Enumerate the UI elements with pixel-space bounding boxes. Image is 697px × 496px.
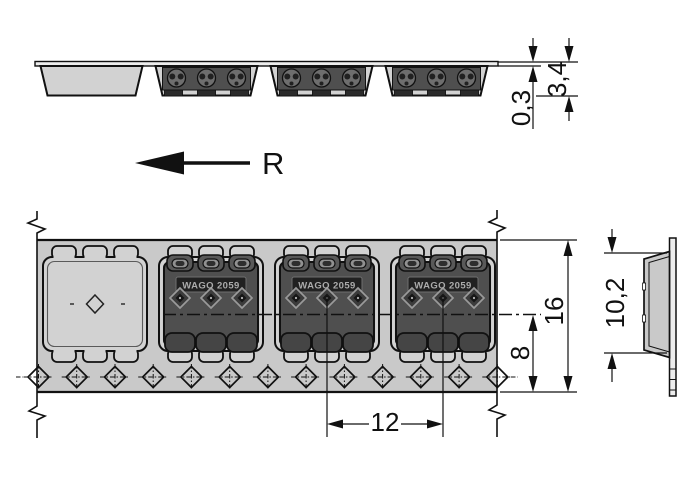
dimension-tape-thickness: 0,3 (498, 38, 578, 129)
pocket-end-view: 10,2 (600, 229, 677, 397)
carrier-tape-film (34, 60, 499, 67)
component-marking: WAGO 2059 (414, 281, 471, 292)
tape-plan-view: WAGO 2059 WAGO 2059 WAGO 2059 (16, 210, 577, 438)
sprocket-hole-row (16, 363, 518, 391)
tape-edge-strip (668, 237, 677, 397)
dimension-value-pitch: 12 (371, 407, 400, 437)
dimension-tape-width: 16 (539, 240, 573, 392)
dimension-value-tape-width: 16 (539, 297, 569, 326)
dimension-pocket-pitch: 12 (326, 296, 444, 437)
pocket-notch (642, 282, 646, 291)
dimension-value-pocket-length: 10,2 (600, 278, 630, 329)
component-underside (161, 66, 252, 97)
terminal-block-component (163, 254, 259, 353)
dimension-pocket-depth: 3,4 (536, 38, 578, 121)
feed-direction: R (135, 146, 284, 181)
dimension-value-pocket-depth: 3,4 (542, 61, 572, 97)
pocket-inner-wall (648, 256, 670, 353)
component-marking: WAGO 2059 (182, 281, 239, 292)
sprocket-edge-marks (669, 368, 676, 391)
side-elevation-view: 0,3 3,4 (34, 38, 578, 129)
pocket-notch (642, 314, 646, 323)
dimension-pocket-length: 10,2 (600, 229, 667, 382)
dimension-value-tape-thickness: 0,3 (506, 90, 536, 126)
empty-pocket-center-mark (70, 293, 125, 315)
dimension-value-centerline-to-edge: 8 (505, 346, 535, 360)
pocket-cross-section (643, 250, 671, 359)
break-line-left (25, 211, 48, 438)
feed-direction-label: R (262, 146, 284, 181)
component-marking: WAGO 2059 (298, 281, 355, 292)
component-underside (276, 66, 367, 97)
component-underside (391, 66, 482, 97)
feed-arrow-head (135, 151, 184, 175)
dimension-centerline-to-edge: 8 (500, 239, 577, 393)
empty-pocket-profile (39, 65, 144, 97)
break-line-right (487, 210, 508, 437)
pocket-outline-empty (42, 245, 148, 363)
